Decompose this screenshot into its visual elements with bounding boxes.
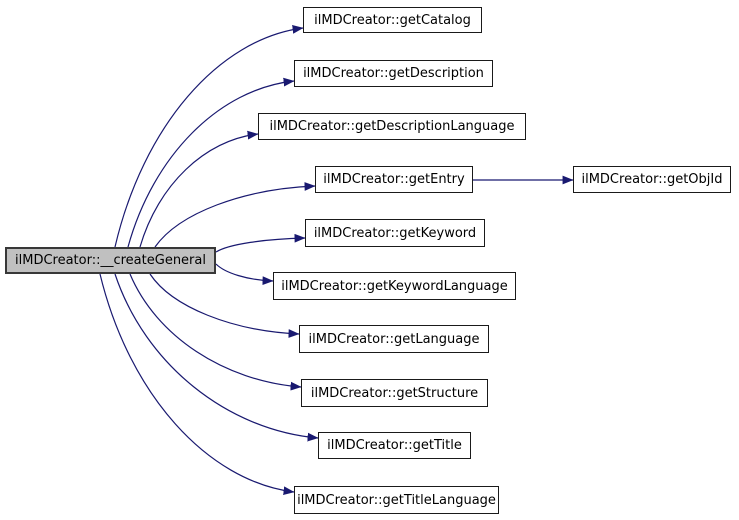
node-createGeneral[interactable]: ilMDCreator::__createGeneral <box>5 247 216 274</box>
node-getKeyword-label: ilMDCreator::getKeyword <box>313 225 477 241</box>
node-getDescriptionLanguage[interactable]: ilMDCreator::getDescriptionLanguage <box>258 113 526 140</box>
node-getObjId[interactable]: ilMDCreator::getObjId <box>573 166 731 193</box>
edge-createGeneral-getCatalog <box>114 24 304 248</box>
node-getObjId-label: ilMDCreator::getObjId <box>581 172 723 187</box>
node-getKeywordLanguage-label: ilMDCreator::getKeywordLanguage <box>281 278 508 294</box>
edge-createGeneral-getLanguage <box>149 273 300 338</box>
node-getCatalog[interactable]: ilMDCreator::getCatalog <box>303 7 482 33</box>
node-getKeywordLanguage[interactable]: ilMDCreator::getKeywordLanguage <box>273 272 516 300</box>
node-getDescription-label: ilMDCreator::getDescription <box>303 66 484 81</box>
edge-createGeneral-getDescriptionLanguage <box>139 130 259 248</box>
edge-createGeneral-getDescription <box>127 77 295 248</box>
edge-createGeneral-getTitle <box>114 273 319 442</box>
edge-createGeneral-getKeyword <box>215 233 306 253</box>
node-getDescriptionLanguage-label: ilMDCreator::getDescriptionLanguage <box>269 119 515 134</box>
node-getEntry[interactable]: ilMDCreator::getEntry <box>315 166 473 193</box>
node-getLanguage-label: ilMDCreator::getLanguage <box>308 331 480 347</box>
node-getDescription[interactable]: ilMDCreator::getDescription <box>294 60 493 87</box>
node-getEntry-label: ilMDCreator::getEntry <box>323 172 465 187</box>
edge-createGeneral-getKeywordLanguage <box>215 263 274 285</box>
node-getTitle-label: ilMDCreator::getTitle <box>327 438 462 453</box>
node-getTitleLanguage-label: ilMDCreator::getTitleLanguage <box>297 492 496 508</box>
node-getTitleLanguage[interactable]: ilMDCreator::getTitleLanguage <box>294 486 499 514</box>
node-getKeyword[interactable]: ilMDCreator::getKeyword <box>305 219 485 247</box>
node-getStructure-label: ilMDCreator::getStructure <box>310 385 479 401</box>
node-getTitle[interactable]: ilMDCreator::getTitle <box>318 432 471 459</box>
node-getLanguage[interactable]: ilMDCreator::getLanguage <box>299 325 489 353</box>
node-getStructure[interactable]: ilMDCreator::getStructure <box>301 379 488 407</box>
node-getCatalog-label: ilMDCreator::getCatalog <box>314 12 471 28</box>
edge-createGeneral-getTitleLanguage <box>99 273 295 496</box>
edge-createGeneral-getStructure <box>129 273 302 391</box>
node-createGeneral-label: ilMDCreator::__createGeneral <box>15 253 206 268</box>
edge-createGeneral-getEntry <box>154 182 316 248</box>
